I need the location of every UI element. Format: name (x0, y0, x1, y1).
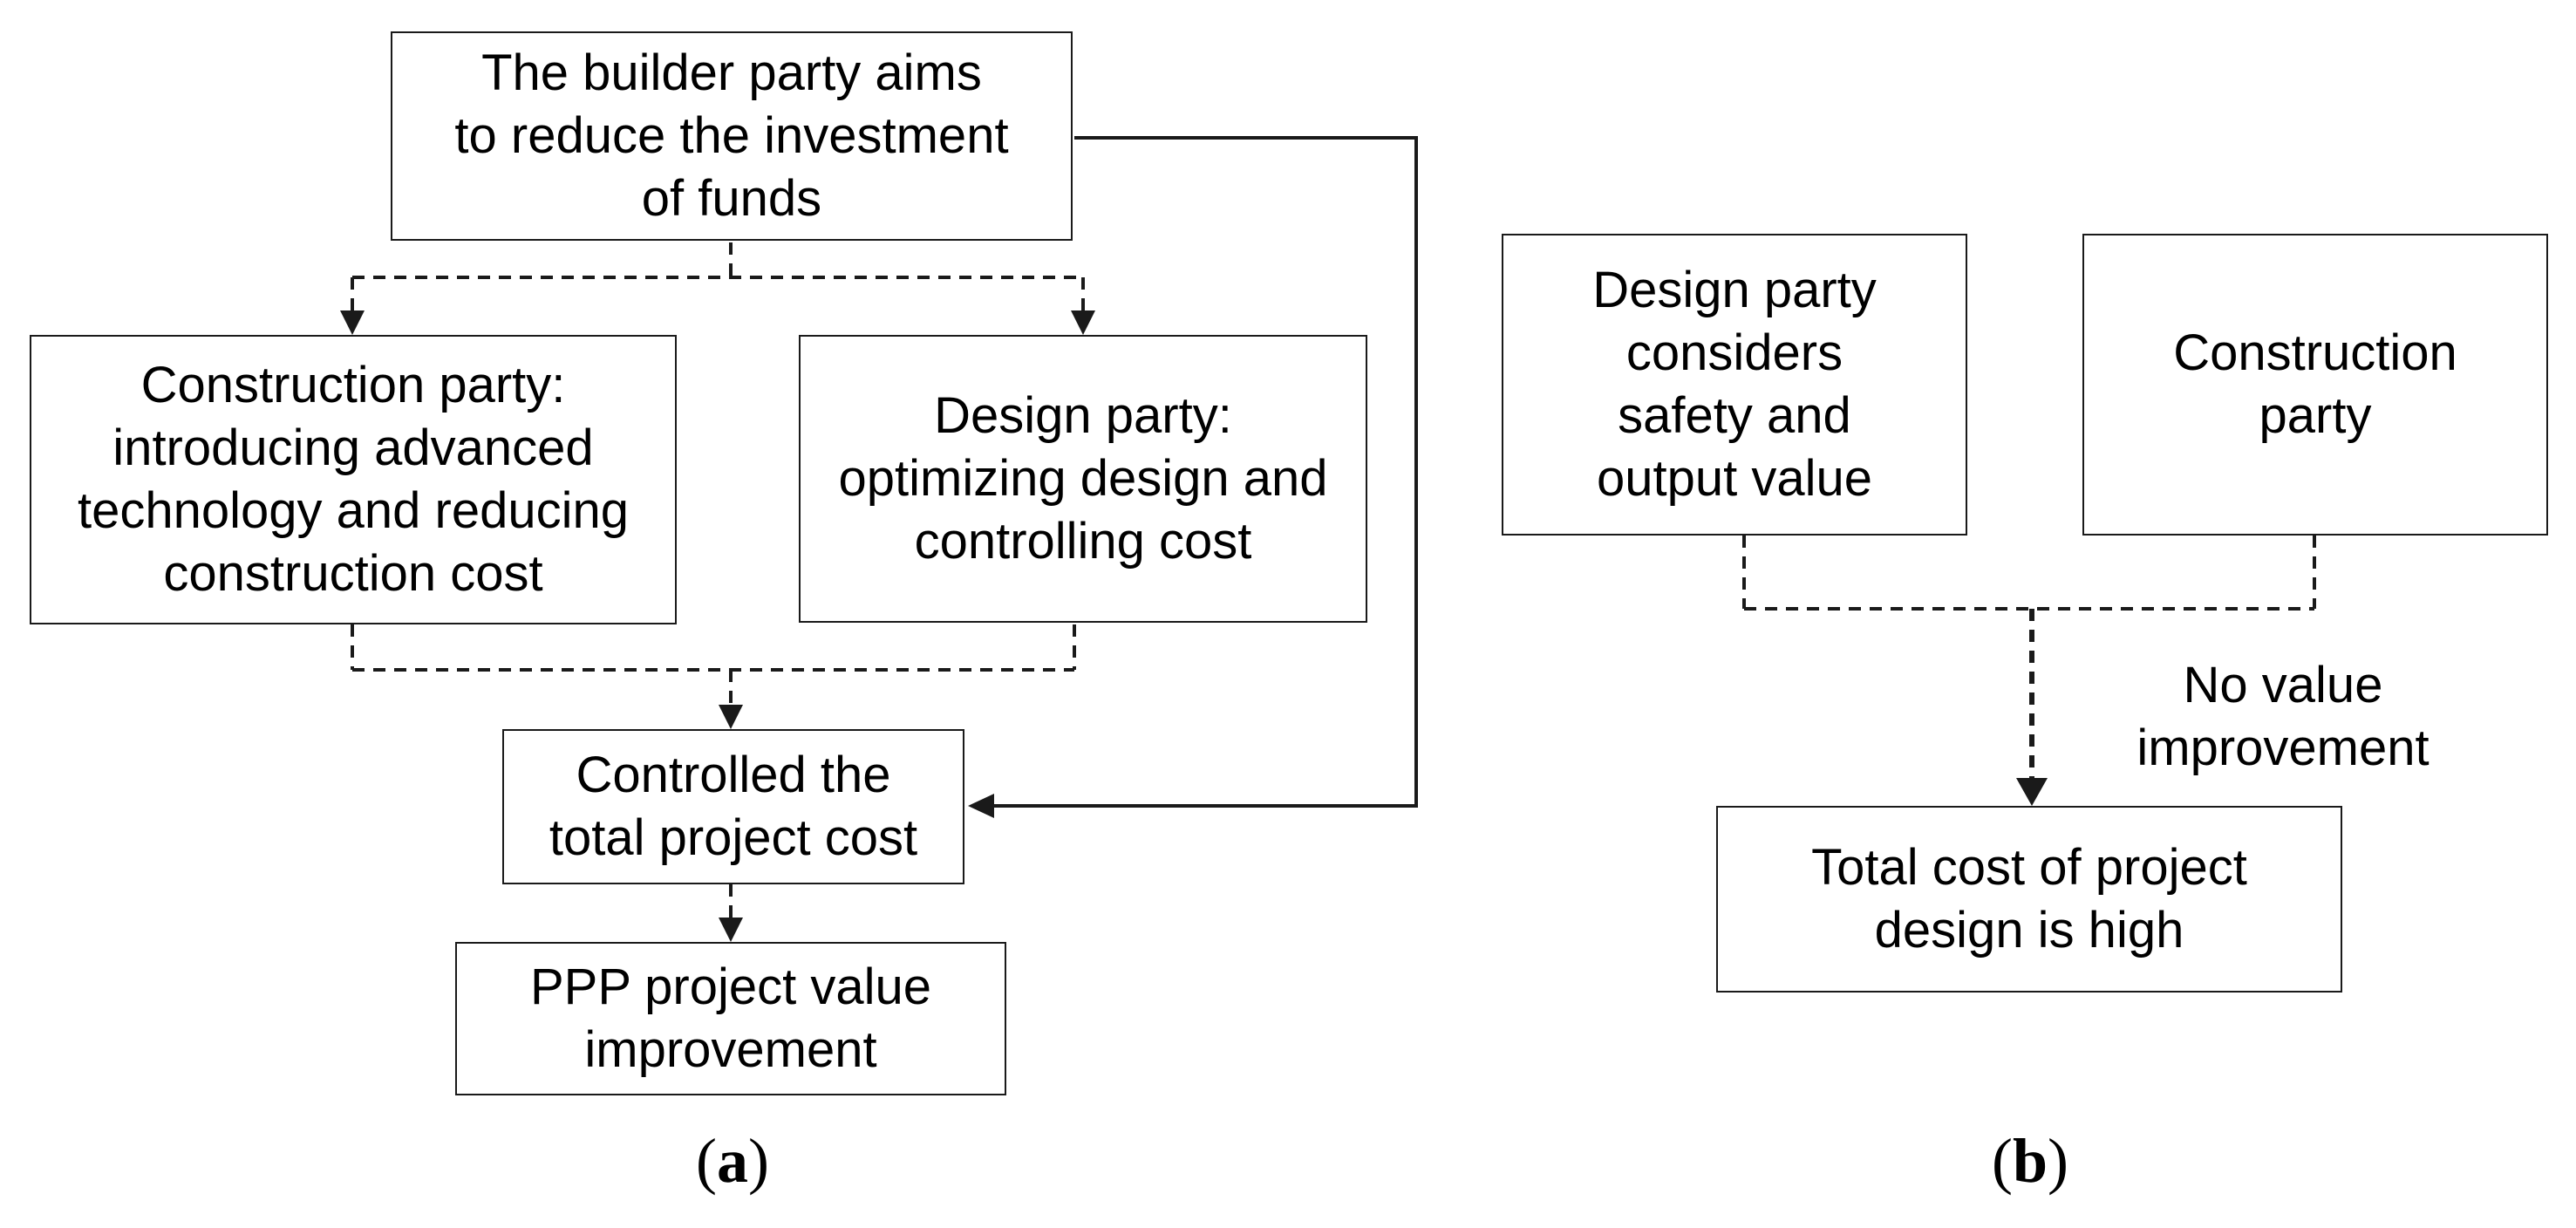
design-line-2: optimizing design and (838, 450, 1328, 507)
b-construction-party-box: Construction party (2082, 234, 2548, 536)
b-design-line-1: Design party (1592, 262, 1877, 318)
controlled-line-1: Controlled the (576, 747, 891, 803)
b-design-party-box: Design party considers safety and output… (1502, 234, 1967, 536)
ppp-line-2: improvement (584, 1021, 877, 1078)
builder-party-box: The builder party aims to reduce the inv… (391, 31, 1073, 241)
b-design-line-4: output value (1596, 450, 1872, 507)
b-construction-line-1: Construction (2173, 324, 2457, 381)
caption-a-letter: a (717, 1126, 748, 1196)
arrowhead-to-construction (340, 310, 365, 335)
caption-b: (b) (1943, 1125, 2117, 1197)
arrowhead-to-design (1071, 310, 1095, 335)
builder-line-2: to reduce the investment (454, 107, 1009, 164)
caption-a: (a) (645, 1125, 820, 1197)
construction-line-1: Construction party: (140, 357, 566, 413)
construction-line-4: construction cost (163, 545, 543, 602)
arrowhead-solid-to-controlled (968, 794, 994, 818)
b-construction-line-2: party (2259, 387, 2372, 444)
parties-to-controlled-connector (351, 624, 1076, 705)
note-line-2: improvement (2136, 720, 2429, 776)
design-line-3: controlling cost (914, 513, 1252, 570)
caption-a-open: ( (696, 1126, 717, 1196)
no-value-improvement-note: No value improvement (2074, 654, 2492, 780)
builder-line-3: of funds (641, 170, 822, 227)
b-total-line-2: design is high (1874, 902, 2184, 959)
arrowhead-to-ppp (719, 918, 743, 942)
construction-line-3: technology and reducing (77, 482, 630, 539)
ppp-value-box: PPP project value improvement (455, 942, 1006, 1095)
construction-party-box: Construction party: introducing advanced… (30, 335, 677, 624)
design-party-box: Design party: optimizing design and cont… (799, 335, 1367, 623)
arrowhead-to-total (2016, 778, 2048, 806)
caption-b-close: ) (2048, 1126, 2068, 1196)
controlled-cost-box: Controlled the total project cost (502, 729, 964, 884)
b-design-line-3: safety and (1618, 387, 1851, 444)
b-total-cost-box: Total cost of project design is high (1716, 806, 2342, 993)
b-parties-connector (1742, 536, 2316, 611)
caption-a-close: ) (748, 1126, 769, 1196)
note-line-1: No value (2183, 657, 2383, 713)
caption-b-open: ( (1991, 1126, 2013, 1196)
b-design-line-2: considers (1625, 324, 1843, 381)
builder-to-parties-connector (351, 242, 1085, 310)
builder-to-controlled-solid-connector (994, 136, 1418, 808)
builder-line-1: The builder party aims (481, 44, 982, 101)
arrowhead-to-controlled (719, 705, 743, 729)
caption-b-letter: b (2012, 1126, 2048, 1196)
ppp-line-1: PPP project value (530, 959, 931, 1015)
b-total-line-1: Total cost of project (1811, 839, 2247, 896)
controlled-line-2: total project cost (549, 809, 918, 866)
construction-line-2: introducing advanced (112, 420, 594, 476)
design-line-1: Design party: (934, 387, 1232, 444)
